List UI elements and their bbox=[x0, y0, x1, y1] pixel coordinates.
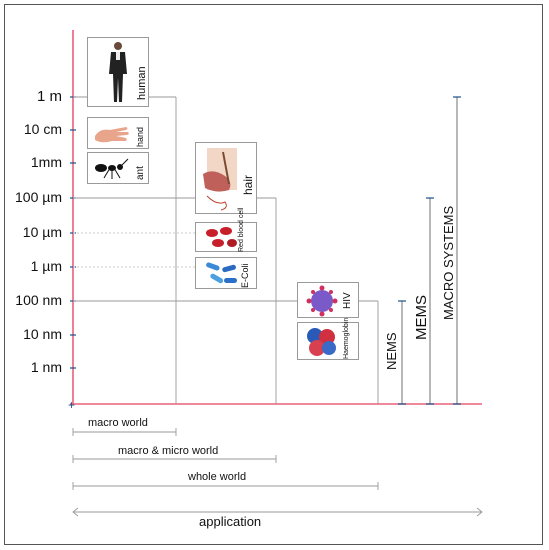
scale-label-1um: 1 µm bbox=[30, 258, 62, 274]
scale-label-100nm: 100 nm bbox=[15, 292, 62, 308]
range-lines bbox=[72, 428, 483, 517]
nems-label: NEMS bbox=[384, 332, 399, 370]
scale-label-10um: 10 µm bbox=[22, 224, 62, 240]
hair-card: hair bbox=[195, 142, 257, 214]
hand-icon bbox=[95, 127, 129, 143]
hiv-icon bbox=[306, 285, 338, 317]
red-blood-cell-card: Red blood cell bbox=[195, 208, 257, 252]
ant-label: ant bbox=[135, 166, 146, 180]
scale-label-10nm: 10 nm bbox=[23, 326, 62, 342]
red-blood-cell-icon bbox=[206, 227, 237, 247]
ecoli-icon bbox=[206, 262, 237, 284]
macro-micro-world-label: macro & micro world bbox=[118, 445, 219, 457]
hair-label: hair bbox=[241, 174, 255, 195]
human-card: human bbox=[87, 37, 149, 107]
hand-card: hand bbox=[87, 117, 149, 149]
mems-label: MEMS bbox=[413, 295, 430, 340]
haemoglobin-label: Haemoglobin bbox=[343, 317, 350, 359]
ecoli-card: E-Coli bbox=[195, 257, 257, 289]
hiv-label: HIV bbox=[342, 292, 353, 309]
ant-card: ant bbox=[87, 152, 149, 184]
ecoli-label: E-Coli bbox=[240, 263, 250, 288]
ant-icon bbox=[95, 158, 129, 179]
system-bars bbox=[398, 96, 461, 405]
red-blood-cell-label: Red blood cell bbox=[238, 207, 245, 252]
application-label: application bbox=[199, 514, 262, 529]
hand-label: hand bbox=[135, 126, 145, 147]
human-icon bbox=[109, 42, 127, 102]
scale-label-10cm: 10 cm bbox=[23, 121, 62, 137]
whole-world-label: whole world bbox=[188, 471, 247, 483]
scale-label-1nm: 1 nm bbox=[30, 359, 62, 375]
diagram-frame bbox=[4, 4, 543, 545]
haemoglobin-icon bbox=[307, 328, 336, 356]
macro-world-label: macro world bbox=[88, 417, 148, 429]
hair-icon bbox=[203, 148, 237, 211]
origin-plus: + bbox=[68, 398, 75, 412]
haemoglobin-card: Haemoglobin bbox=[297, 318, 359, 360]
human-label: human bbox=[136, 66, 148, 100]
scale-label-1m: 1 m bbox=[36, 88, 62, 105]
macro-systems-label: MACRO SYSTEMS bbox=[441, 205, 456, 320]
hiv-card: HIV bbox=[297, 282, 359, 318]
scale-label-1mm: 1mm bbox=[30, 154, 62, 170]
scale-label-100um: 100 µm bbox=[15, 189, 62, 205]
